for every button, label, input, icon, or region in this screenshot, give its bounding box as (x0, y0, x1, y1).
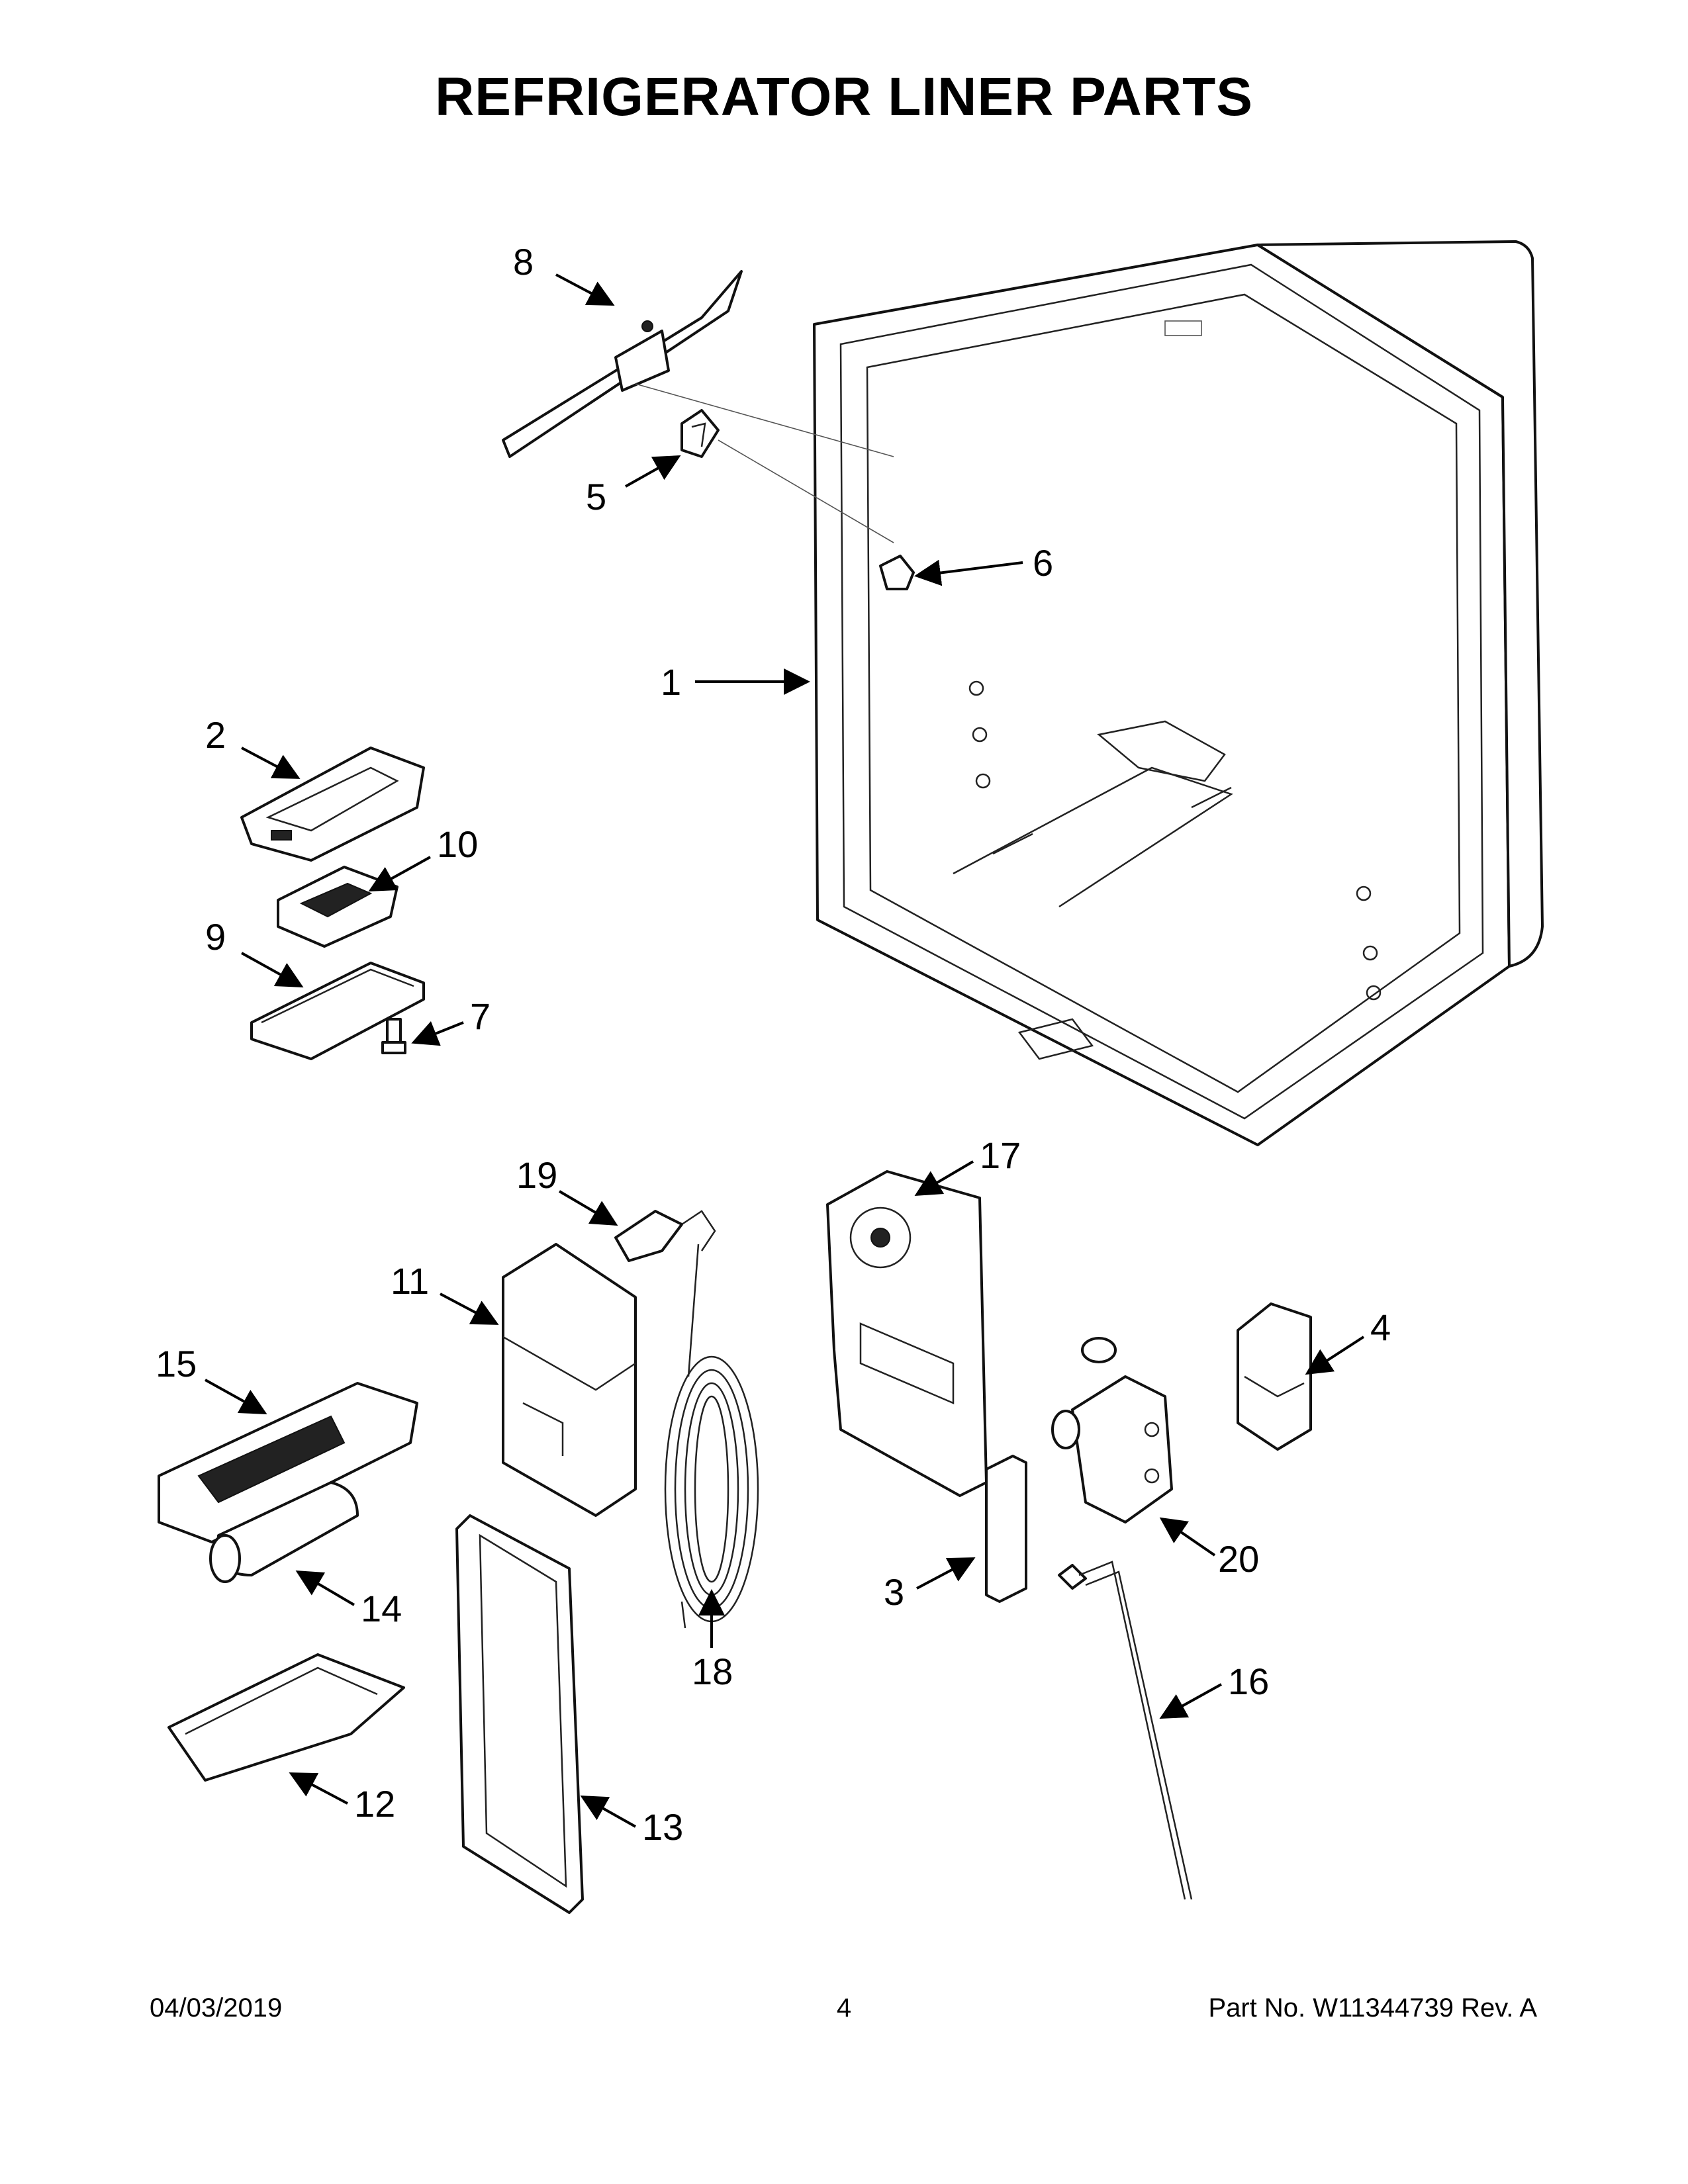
callout-14: 14 (361, 1588, 402, 1629)
callout-10: 10 (437, 823, 478, 865)
callout-5: 5 (586, 476, 606, 518)
callout-6: 6 (1033, 542, 1053, 584)
callout-arrow-14 (295, 1570, 355, 1606)
part-4-bracket (1237, 1302, 1312, 1451)
callout-20: 20 (1218, 1538, 1259, 1580)
callout-arrow-15 (205, 1379, 267, 1414)
part-8-cover (502, 270, 743, 458)
part-7-screw (381, 1018, 406, 1054)
callout-arrow-6 (914, 559, 1023, 586)
callout-15: 15 (156, 1343, 197, 1385)
footer-date: 04/03/2019 (150, 1993, 283, 2023)
part-19-sensor (614, 1210, 716, 1377)
callout-arrow-16 (1159, 1683, 1222, 1719)
part-6-clip (879, 555, 915, 590)
callout-3: 3 (884, 1571, 904, 1613)
callout-arrow-11 (440, 1293, 499, 1325)
callout-arrow-3 (916, 1557, 976, 1590)
callout-12: 12 (354, 1783, 395, 1825)
callout-16: 16 (1228, 1661, 1269, 1702)
callout-18: 18 (692, 1651, 733, 1692)
callout-8: 8 (513, 241, 534, 283)
callout-11: 11 (391, 1260, 429, 1302)
footer-page-number: 4 (836, 1993, 852, 2023)
callout-19: 19 (516, 1154, 557, 1196)
part-14-filter (209, 1481, 359, 1583)
callout-7: 7 (470, 995, 491, 1037)
callout-arrow-20 (1159, 1517, 1216, 1557)
callout-arrow-19 (558, 1190, 618, 1226)
callout-arrow-8 (555, 273, 615, 306)
callout-arrow-2 (241, 747, 301, 779)
part-17-bracket (826, 1170, 988, 1497)
part-13-panel (455, 1514, 584, 1914)
callout-2: 2 (205, 714, 226, 756)
callout-arrow-13 (580, 1796, 636, 1828)
callout-arrow-7 (411, 1021, 464, 1046)
callout-arrow-5 (625, 455, 681, 488)
callout-4: 4 (1370, 1306, 1391, 1348)
part-10-light-board (277, 866, 399, 948)
callout-arrow-10 (368, 856, 431, 891)
part-11-duct (502, 1243, 637, 1517)
callout-arrow-9 (241, 952, 304, 987)
part-3-bracket (985, 1455, 1027, 1603)
part-5-insert (680, 409, 720, 458)
callout-arrow-17 (914, 1160, 974, 1197)
part-1-liner (813, 240, 1544, 1146)
footer-part-number: Part No. W11344739 Rev. A (1208, 1993, 1537, 2023)
callout-1: 1 (661, 661, 681, 703)
page-title: REFRIGERATOR LINER PARTS (435, 67, 1253, 127)
part-12-tray (167, 1653, 405, 1782)
callout-17: 17 (980, 1134, 1021, 1176)
callout-arrow-12 (289, 1772, 348, 1805)
part-16-tube (1058, 1561, 1193, 1900)
part-18-coil (664, 1355, 759, 1629)
callout-arrow-4 (1305, 1336, 1365, 1375)
part-9-lens (250, 962, 425, 1060)
part-15-housing (158, 1382, 418, 1543)
callout-13: 13 (642, 1806, 683, 1848)
part-2-housing (240, 747, 425, 862)
callout-9: 9 (205, 916, 226, 958)
part-20-water-valve (1051, 1337, 1173, 1524)
